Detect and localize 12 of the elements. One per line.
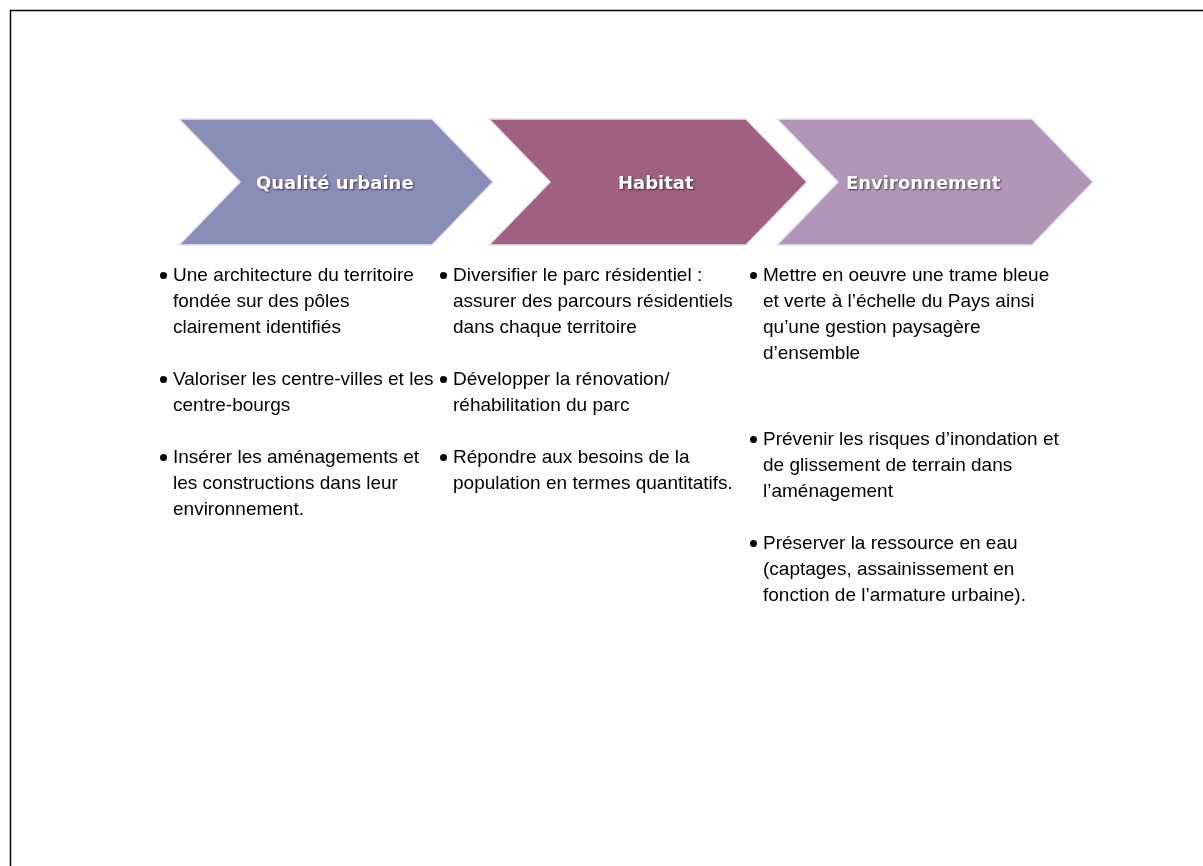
bullet-text: Répondre aux besoins de la population en termes quantitatifs. — [453, 446, 733, 493]
bullet-text: Diversifier le parc résidentiel : assurer des parcours résidentiels dans chaque territoire — [453, 264, 733, 337]
bullet-text: Mettre en oeuvre une trame bleue et verte à l’échelle du Pays ainsi qu’une gestion paysagère d’ensemble — [763, 264, 1050, 363]
bullet-text: Valoriser les centre-villes et les centre-bourgs — [173, 368, 434, 415]
bullet-text: Prévenir les risques d’inondation et de glissement de terrain dans l’aménagement — [763, 428, 1059, 501]
bullet-text: Développer la rénovation/ réhabilitation du parc — [453, 368, 670, 415]
chevron-title: Environnement — [846, 171, 1001, 193]
bullet-text: Préserver la ressource en eau (captages, assainissement en fonction de l’armature urbaine). — [763, 532, 1026, 605]
bullet-text: Une architecture du territoire fondée sur des pôles clairement identifiés — [173, 264, 414, 337]
chevron-title: Qualité urbaine — [256, 171, 414, 193]
bullet-text: Insérer les aménagements et les constructions dans leur environnement. — [173, 446, 420, 519]
chevron-title: Habitat — [618, 171, 694, 193]
